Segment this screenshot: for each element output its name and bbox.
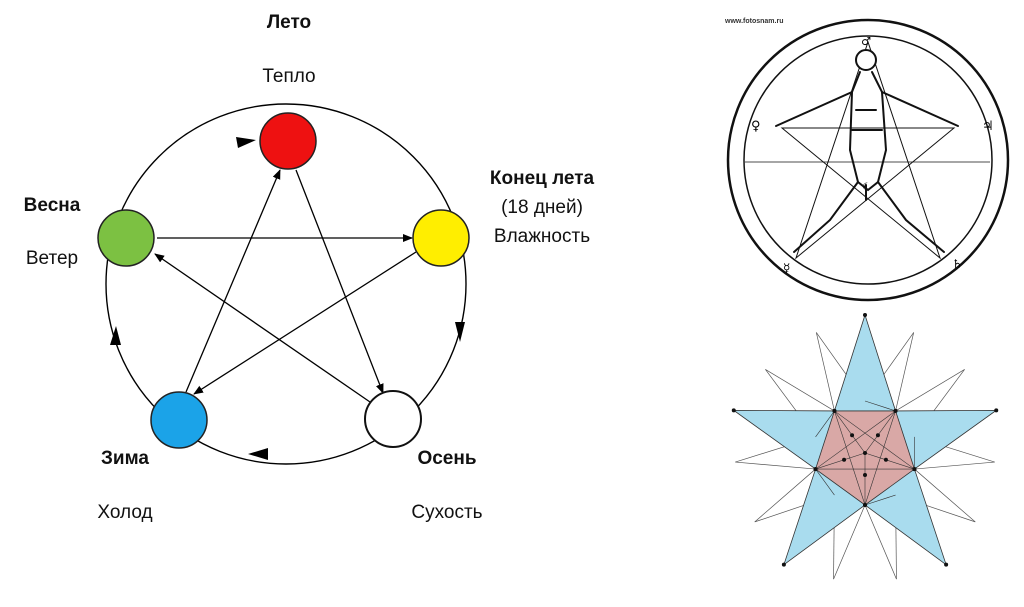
inner-spoke-line [864, 410, 896, 454]
node-spring [97, 209, 155, 267]
planet-symbol-right: ♃ [982, 119, 994, 134]
node-late-summer [412, 209, 470, 267]
planet-symbol-bottom-left: ☿ [783, 261, 790, 275]
sublabel-spring: Ветер [25, 248, 79, 269]
watermark: www.fotosnam.ru [725, 18, 784, 25]
planet-symbol-center: ☾ [862, 182, 871, 193]
outer-spike-line [765, 369, 835, 412]
star-vertex-dot [813, 467, 818, 472]
label-late-summer: Конец лета [489, 168, 595, 189]
label-autumn: Осень [417, 448, 477, 469]
star-inner-dot [875, 433, 880, 438]
cycle-arrow-winter-spring [110, 326, 121, 345]
pentagram-lines [780, 40, 956, 260]
planet-symbol-left: ♀ [751, 119, 761, 134]
star-vertex-dot [944, 562, 949, 567]
outer-spike-line [914, 468, 976, 523]
arrow-latesummer-to-winter [193, 251, 417, 395]
sublabel-summer: Тепло [262, 66, 316, 87]
star-inner-dot [883, 457, 888, 462]
outer-spike-line [914, 461, 995, 470]
inner-edge-line [864, 400, 896, 412]
star-inner-dot [850, 433, 855, 438]
human-figure [775, 49, 959, 253]
arrow-winter-to-summer [185, 169, 281, 393]
arrow-autumn-to-spring [154, 253, 371, 403]
outer-spike-line [815, 332, 835, 412]
sublabel-late-summer: Влажность [493, 226, 591, 247]
cycle-arrow-latesummer-autumn [455, 322, 465, 342]
sublabel-late-summer-days: (18 дней) [501, 197, 583, 218]
label-summer: Лето [266, 12, 312, 33]
inner-spoke-line [864, 452, 915, 470]
outer-spike-line [833, 504, 866, 580]
label-spring: Весна [23, 195, 81, 216]
arrow-summer-to-autumn [295, 169, 384, 394]
star-vertex-dot [731, 408, 736, 413]
generating-cycle-circle [105, 103, 467, 465]
star-inner-dot [842, 457, 847, 462]
sublabel-winter: Холод [97, 502, 153, 523]
inner-spoke-line [815, 452, 866, 470]
outer-spike-line [895, 332, 915, 412]
star-vertex-dot [912, 467, 917, 472]
inner-edge-line [815, 468, 835, 496]
star-center-dot [863, 451, 867, 455]
star-vertex-dot [893, 408, 898, 413]
star-inner-dot [863, 473, 867, 477]
inner-edge-line [815, 410, 835, 438]
cycle-arrow-spring-summer [236, 137, 256, 148]
node-autumn [364, 390, 422, 448]
star-vertex-dot [994, 408, 999, 413]
inner-star-line [834, 410, 915, 470]
outer-spike-line [895, 369, 965, 412]
outer-spike-line [864, 504, 897, 580]
label-winter: Зима [101, 448, 149, 469]
sublabel-autumn: Сухость [411, 502, 483, 523]
planet-symbol-top: ♂ [861, 35, 871, 48]
outer-spike-line [735, 461, 816, 470]
star-vertex-dot [863, 313, 867, 317]
planet-symbol-bottom-right: ♄ [952, 257, 963, 271]
star-vertex-dot [832, 408, 837, 413]
node-summer [259, 112, 317, 170]
star-vertex-dot [781, 562, 786, 567]
star-vertex-dot [863, 503, 867, 507]
cycle-arrow-autumn-winter [248, 448, 268, 460]
inner-edge-line [864, 494, 896, 506]
outer-spike-line [754, 468, 816, 523]
inner-spoke-line [834, 410, 866, 454]
node-winter [150, 391, 208, 449]
